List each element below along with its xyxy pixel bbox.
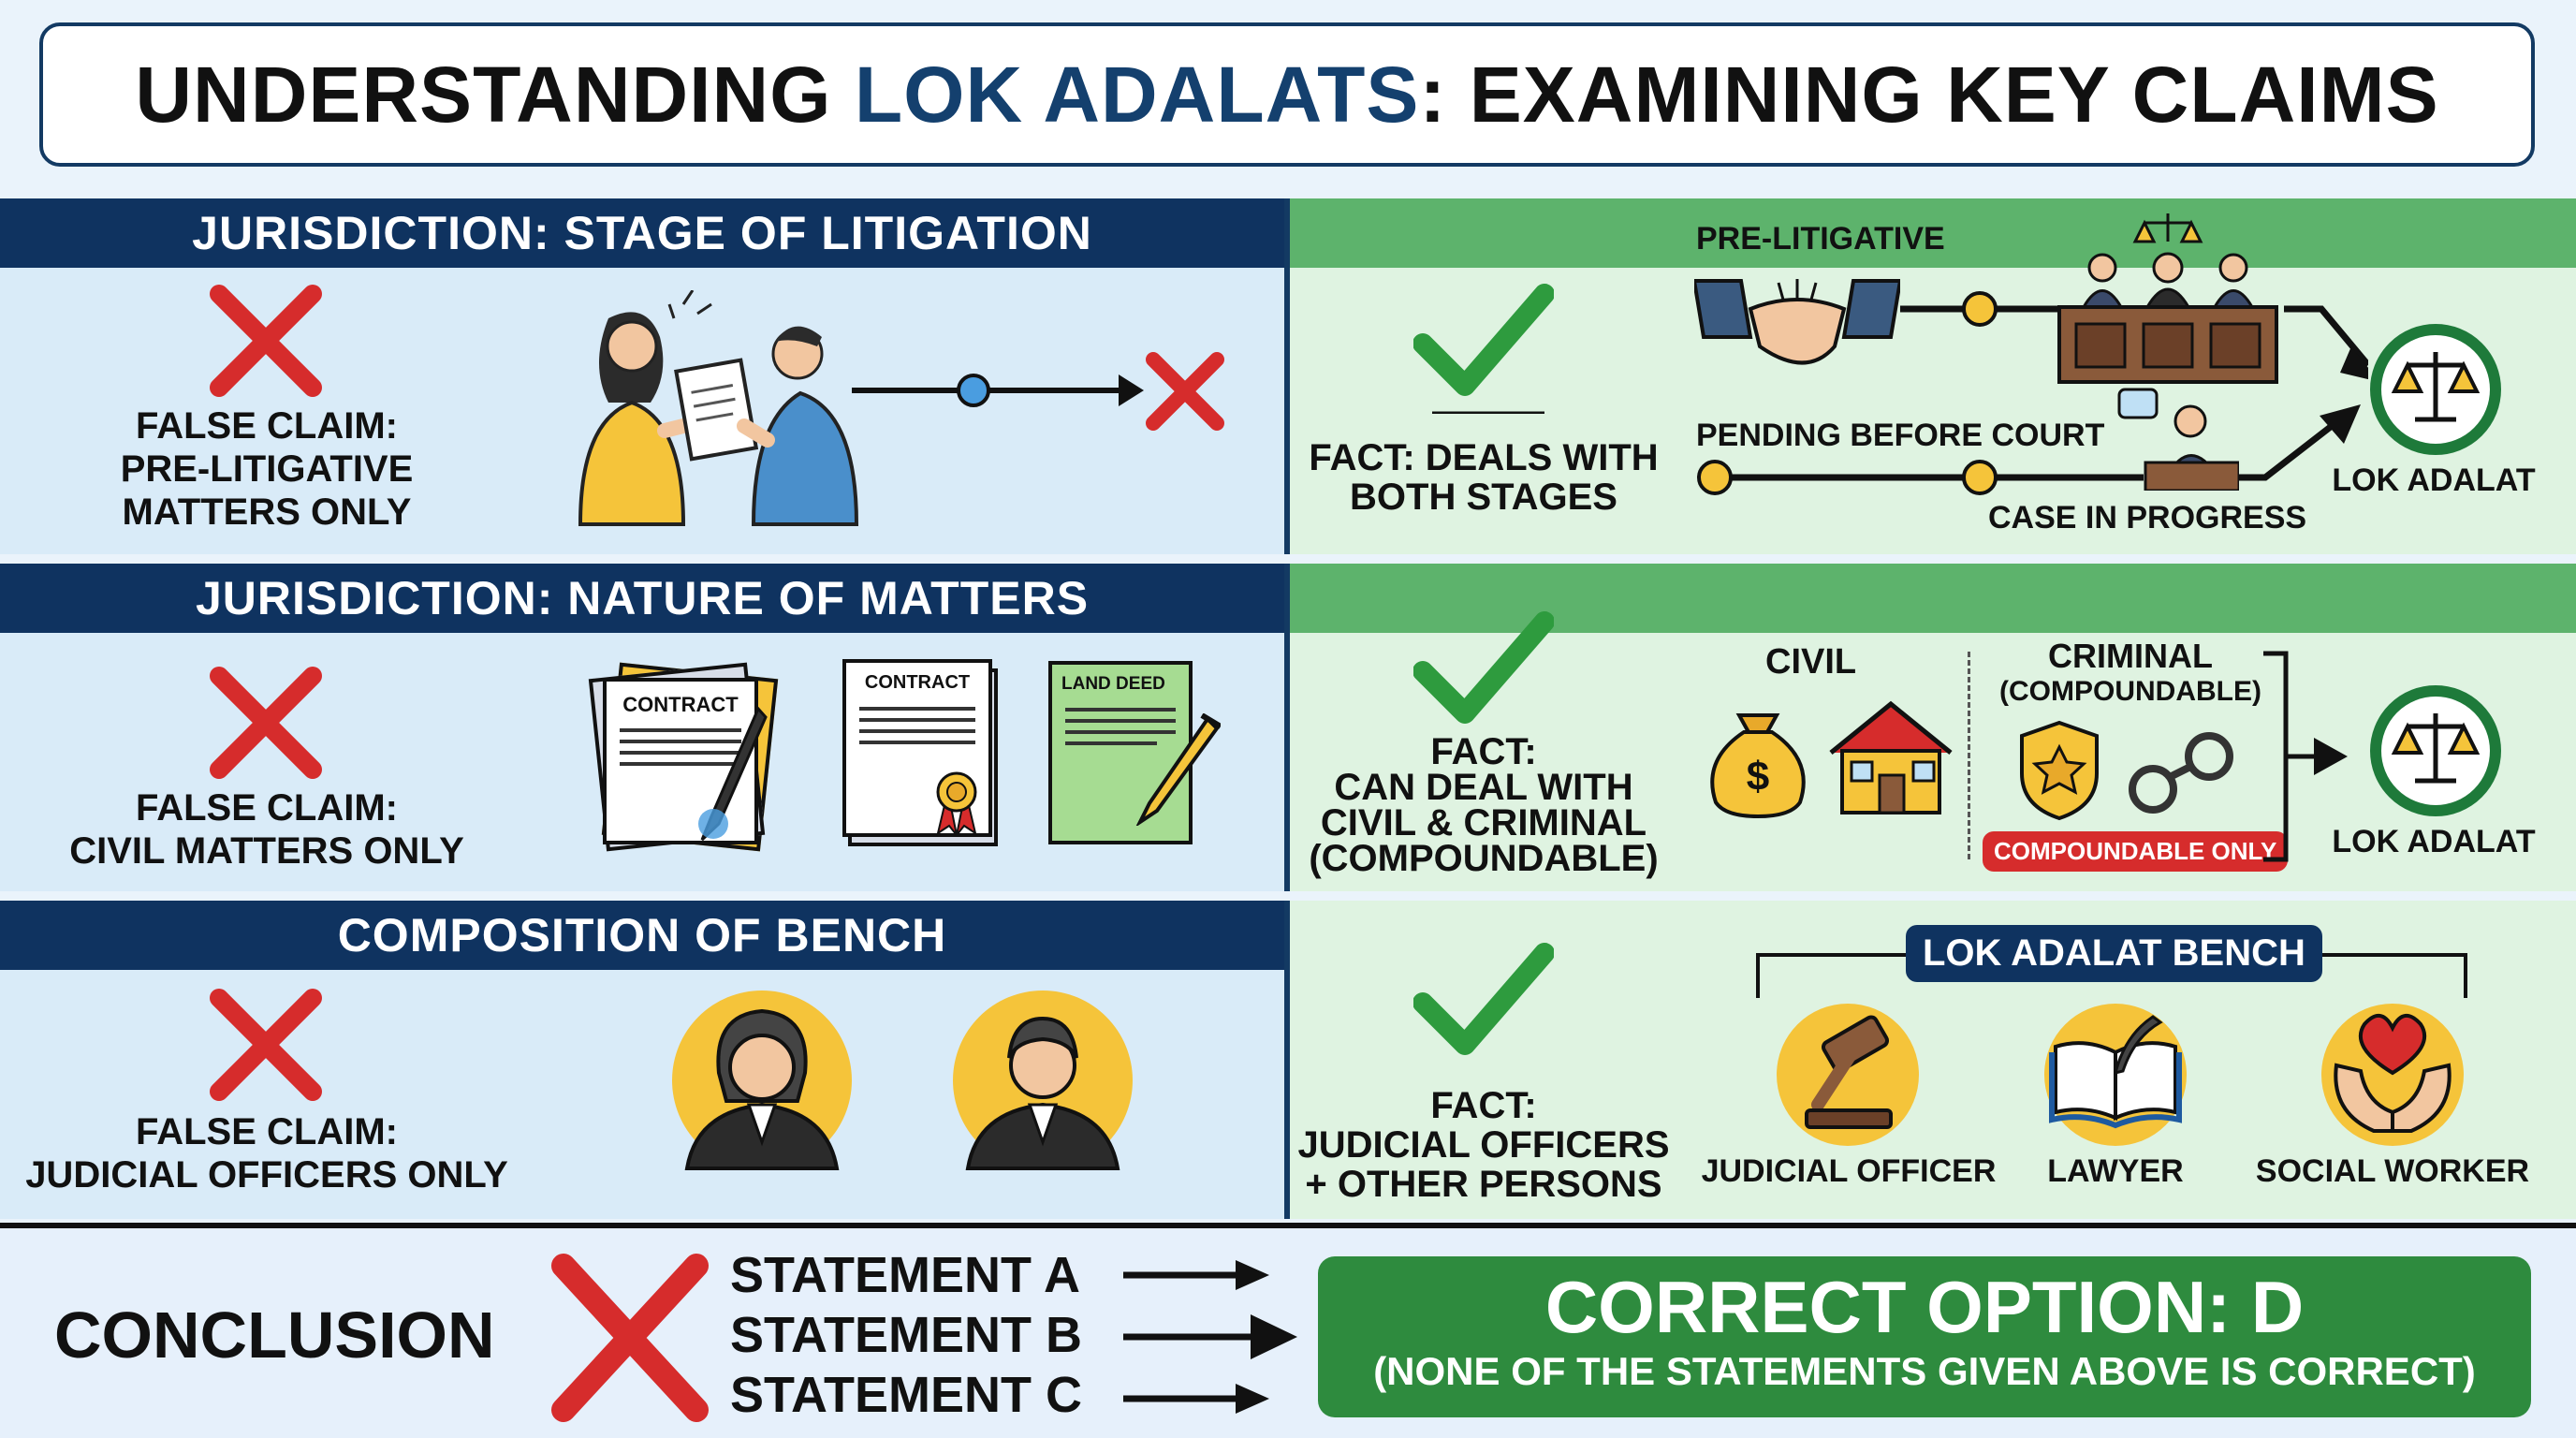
lok-adalat-bench-title: LOK ADALAT BENCH: [1906, 925, 2322, 982]
column-divider-2: [1284, 564, 1290, 891]
contract-document-1: CONTRACT: [588, 662, 779, 852]
seal-ribbon-icon: [936, 771, 977, 835]
civil-label: CIVIL: [1765, 642, 1857, 682]
land-deed-heading: LAND DEED: [1061, 674, 1165, 694]
house-icon: [1829, 700, 1953, 814]
claim-line: CIVIL MATTERS ONLY: [69, 830, 464, 872]
section3-claim: FALSE CLAIM: JUDICIAL OFFICERS ONLY: [9, 1110, 524, 1196]
fact-line: CIVIL & CRIMINAL: [1320, 802, 1647, 844]
social-worker-icon: [2321, 1004, 2464, 1146]
checkmark-icon: [1413, 943, 1554, 1055]
criminal-label: CRIMINAL (COMPOUNDABLE): [1999, 638, 2261, 710]
lawyer-label: LAWYER: [2047, 1153, 2184, 1189]
section2-header: JURISDICTION: NATURE OF MATTERS: [0, 564, 1284, 633]
statement-a: STATEMENT A: [730, 1247, 1080, 1303]
lok-adalat-scales-icon: [2370, 324, 2501, 455]
claim-line: FALSE CLAIM:: [136, 1111, 398, 1152]
statement-list: STATEMENT A STATEMENT B STATEMENT C: [730, 1245, 1123, 1425]
section1-claim: FALSE CLAIM: PRE-LITIGATIVE MATTERS ONLY: [37, 404, 496, 534]
claim-line: FALSE CLAIM:: [136, 787, 398, 829]
social-worker-label: SOCIAL WORKER: [2255, 1153, 2530, 1189]
compoundable-only-badge: COMPOUNDABLE ONLY: [1983, 831, 2289, 872]
checkmark-icon: [1413, 284, 1554, 414]
contract-document-2: CONTRACT: [842, 659, 1002, 848]
pre-litigative-label: PRE-LITIGATIVE: [1696, 221, 1945, 257]
pen-icon: [698, 706, 768, 842]
lok-adalat-label: LOK ADALAT: [2332, 462, 2536, 498]
statement-b: STATEMENT B: [730, 1307, 1082, 1363]
correct-option-text: CORRECT OPTION: D: [1544, 1266, 2305, 1348]
lawyer-speaking-icon: [2117, 388, 2239, 491]
column-divider-1: [1284, 198, 1290, 554]
pending-flow-line: [1697, 404, 2361, 495]
fact-line: FACT: DEALS WITH: [1309, 437, 1659, 478]
correct-option-subtext: (NONE OF THE STATEMENTS GIVEN ABOVE IS C…: [1373, 1349, 2476, 1393]
section1-green-header: [1290, 198, 2576, 268]
section3-fact: FACT: JUDICIAL OFFICERS + OTHER PERSONS: [1292, 1086, 1676, 1204]
section3-header: COMPOSITION OF BENCH: [0, 901, 1284, 970]
section2-green-header: [1290, 564, 2576, 633]
conclusion-divider: [0, 1223, 2576, 1228]
law-book-icon: [2044, 1004, 2187, 1146]
arguing-people-icon: [578, 290, 859, 526]
money-bag-icon: $: [1710, 713, 1806, 818]
judicial-officer-label: JUDICIAL OFFICER: [1701, 1153, 1997, 1189]
male-judge-icon: [953, 990, 1133, 1170]
claim-line: FALSE CLAIM:: [136, 405, 398, 447]
criminal-bracket-arrow: [2263, 651, 2348, 862]
cross-icon: [210, 989, 322, 1101]
title-part-2: : EXAMINING KEY CLAIMS: [1419, 50, 2439, 139]
contract-heading: CONTRACT: [622, 693, 739, 716]
fact-line: JUDICIAL OFFICERS: [1297, 1124, 1670, 1166]
svg-text:$: $: [1747, 754, 1769, 800]
land-deed-document: LAND DEED: [1048, 661, 1236, 848]
claim-line: PRE-LITIGATIVE: [120, 448, 414, 490]
criminal-icons: [2020, 720, 2233, 821]
cross-icon: [210, 667, 322, 779]
checkmark-icon: [1413, 611, 1554, 724]
case-in-progress-label: CASE IN PROGRESS: [1988, 500, 2307, 536]
handcuffs-icon: [2129, 732, 2233, 814]
title-part-1: UNDERSTANDING: [135, 50, 832, 139]
pencil-icon: [1135, 713, 1221, 826]
flow-arrow-to-rejected: [852, 352, 1224, 431]
column-divider-3: [1284, 901, 1290, 1219]
title-accent: LOK ADALATS: [854, 50, 1420, 139]
police-badge-icon: [2020, 720, 2099, 821]
handshake-icon: [1694, 279, 1900, 365]
criminal-heading: CRIMINAL: [2048, 637, 2213, 675]
section1-fact: FACT: DEALS WITH BOTH STAGES: [1301, 438, 1666, 517]
fact-line: BOTH STAGES: [1350, 477, 1617, 518]
cross-icon: [210, 285, 322, 397]
statement-c: STATEMENT C: [730, 1367, 1082, 1423]
claim-line: JUDICIAL OFFICERS ONLY: [25, 1154, 508, 1196]
criminal-subheading: (COMPOUNDABLE): [1999, 676, 2261, 707]
civil-icons: $: [1710, 700, 1953, 818]
section1-header: JURISDICTION: STAGE OF LITIGATION: [0, 198, 1284, 268]
contract-heading: CONTRACT: [864, 672, 971, 693]
fact-line: FACT:: [1430, 731, 1537, 772]
fact-line: + OTHER PERSONS: [1305, 1164, 1662, 1205]
pre-litigative-flow-line: [1900, 291, 2368, 380]
pending-before-court-label: PENDING BEFORE COURT: [1696, 418, 2105, 453]
gavel-icon: [1777, 1004, 1919, 1146]
lok-adalat-label: LOK ADALAT: [2332, 824, 2536, 859]
conclusion-label: CONCLUSION: [54, 1299, 495, 1372]
section2-claim: FALSE CLAIM: CIVIL MATTERS ONLY: [37, 786, 496, 873]
section2-fact: FACT: CAN DEAL WITH CIVIL & CRIMINAL (CO…: [1301, 731, 1666, 879]
correct-option-box: CORRECT OPTION: D (NONE OF THE STATEMENT…: [1318, 1256, 2531, 1417]
cross-icon: [551, 1254, 709, 1422]
lok-adalat-scales-icon: [2370, 685, 2501, 816]
courtroom-bench-icon: [2057, 213, 2278, 384]
claim-line: MATTERS ONLY: [122, 492, 412, 533]
fact-line: CAN DEAL WITH: [1334, 767, 1633, 808]
fact-line: FACT:: [1430, 1085, 1537, 1126]
statement-arrows: [1123, 1260, 1297, 1414]
fact-line: (COMPOUNDABLE): [1309, 838, 1659, 879]
civil-criminal-divider: [1968, 652, 1970, 859]
page-title: UNDERSTANDING LOK ADALATS: EXAMINING KEY…: [39, 22, 2535, 167]
female-judge-icon: [672, 990, 852, 1170]
